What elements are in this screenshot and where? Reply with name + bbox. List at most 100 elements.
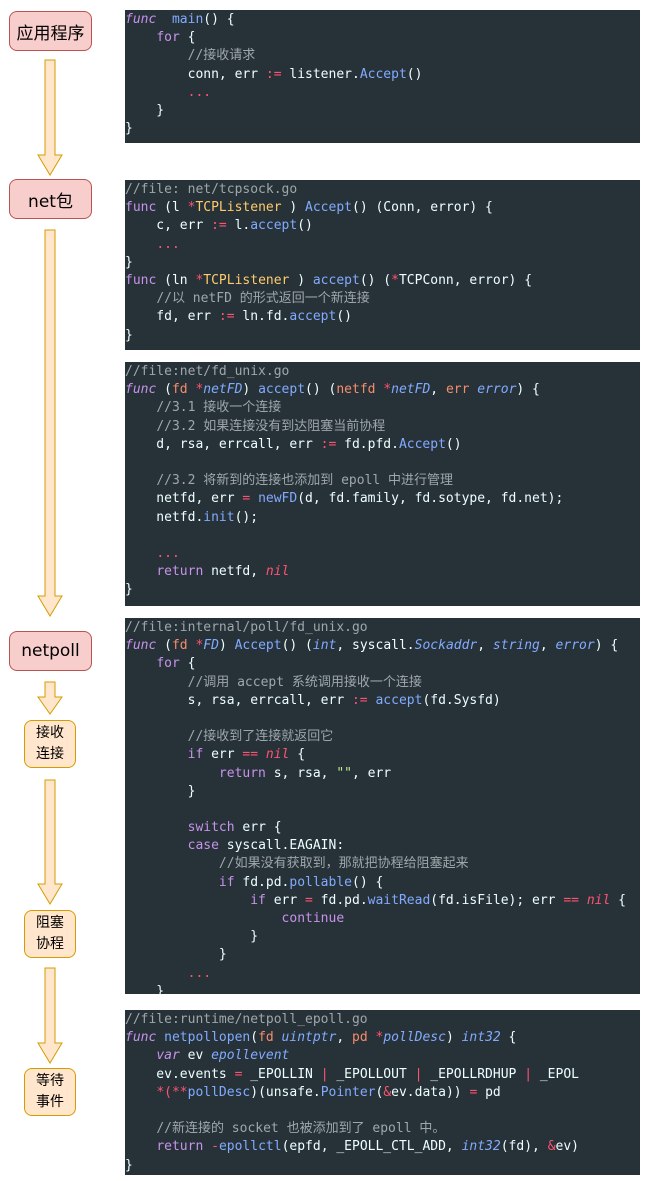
- code-token: , syscall.: [336, 638, 415, 654]
- code-token: ev.data)): [391, 1084, 470, 1100]
- code-token: ==: [563, 892, 579, 908]
- code-token: //接收到了连接就返回它: [187, 729, 334, 745]
- code-token: (d, fd.family, fd.sotype, fd.net);: [297, 491, 564, 507]
- code-token: for: [156, 656, 180, 672]
- code-token: epollevent: [211, 1048, 290, 1064]
- code-token: [125, 656, 156, 671]
- code-token: [125, 1048, 156, 1063]
- code-line: //3.1 接收一个连接: [125, 399, 640, 417]
- code-line: ev.events = _EPOLLIN | _EPOLLOUT | _EPOL…: [125, 1066, 640, 1084]
- code-token: err: [203, 747, 243, 763]
- code-token: netfd, err: [125, 491, 243, 507]
- code-line: func (ln *TCPListener ) accept() (*TCPCo…: [125, 272, 640, 290]
- code-token: =: [305, 892, 313, 908]
- code-line: continue: [125, 910, 640, 928]
- code-token: [579, 893, 587, 908]
- code-token: Pointer: [320, 1084, 376, 1100]
- code-token: ...: [156, 545, 180, 561]
- code-token: ev.events: [125, 1066, 235, 1082]
- code-token: accept: [250, 218, 298, 234]
- code-line: func (fd *netFD) accept() (netfd *netFD,…: [125, 381, 640, 399]
- code-token: :=: [351, 692, 368, 708]
- code-token: //接收请求: [187, 48, 256, 64]
- code-token: netpollopen: [164, 1030, 251, 1046]
- code-token: :=: [218, 309, 235, 325]
- code-token: *: [391, 272, 399, 288]
- code-token: int32: [461, 1139, 501, 1155]
- code-token: func: [125, 12, 157, 27]
- code-line: [125, 454, 640, 472]
- code-line: ...: [125, 84, 640, 102]
- code-token: (fd.Sysfd): [422, 692, 501, 708]
- node-wait-event: 等待 事件: [24, 1068, 76, 1116]
- code-token: (): [406, 66, 423, 82]
- code-token: ) {: [516, 382, 540, 398]
- code-token: (): [336, 309, 352, 325]
- code-line: for {: [125, 655, 640, 673]
- code-token: ev: [179, 1048, 212, 1064]
- code-token: ();: [234, 509, 259, 525]
- code-token: fd: [171, 638, 188, 654]
- code-token: nil: [265, 747, 290, 763]
- code-token: TCPListener: [195, 200, 282, 216]
- code-token: return: [156, 564, 204, 580]
- code-token: [125, 893, 250, 908]
- code-token: main: [171, 12, 204, 27]
- code-line: }: [125, 327, 640, 345]
- code-token: _EPOL: [532, 1066, 579, 1082]
- node-net-label: net包: [28, 191, 73, 212]
- code-token: //file: net/tcpsock.go: [125, 182, 298, 197]
- code-line: }: [125, 120, 640, 138]
- code-token: [125, 1085, 156, 1100]
- code-token: ,: [430, 382, 446, 398]
- code-token: accept: [375, 692, 423, 708]
- code-token: [125, 729, 188, 744]
- code-token: nil: [586, 892, 611, 908]
- code-line: [125, 801, 640, 819]
- code-token: listener.: [281, 66, 360, 82]
- code-line: func main() {: [125, 11, 640, 29]
- code-token: //以 netFD 的形式返回一个新连接: [156, 291, 370, 307]
- code-token: [125, 48, 188, 63]
- node-accept-conn-line1: 接收: [36, 725, 64, 741]
- code-token: [125, 1139, 156, 1154]
- code-token: return: [218, 765, 266, 781]
- code-token: case: [187, 838, 219, 854]
- code-token: ...: [187, 965, 212, 981]
- arrow-app-to-net: [37, 59, 63, 176]
- code-token: Accept: [305, 200, 352, 216]
- code-token: ): [281, 200, 306, 216]
- code-token: _EPOLLOUT: [328, 1066, 415, 1082]
- code-token: [125, 237, 156, 252]
- code-token: ): [218, 638, 235, 654]
- code-token: Accept: [359, 66, 407, 82]
- code-token: func: [125, 638, 157, 654]
- code-line: //file:runtime/netpoll_epoll.go: [125, 1011, 640, 1029]
- code-token: //file:runtime/netpoll_epoll.go: [125, 1012, 368, 1027]
- code-token: &: [547, 1139, 556, 1155]
- code-token: if: [218, 874, 235, 890]
- code-token: [125, 838, 188, 853]
- node-net: net包: [9, 179, 92, 219]
- code-token: //3.2 将新到的连接也添加到 epoll 中进行管理: [156, 473, 454, 489]
- code-token: *: [195, 272, 204, 288]
- code-line: }: [125, 983, 640, 994]
- code-token: for: [156, 30, 180, 46]
- code-token: pd: [477, 1084, 501, 1100]
- code-token: [125, 766, 219, 781]
- code-token: [156, 1030, 164, 1045]
- code-token: -: [211, 1139, 219, 1155]
- code-token: [125, 911, 282, 926]
- code-token: c, err: [125, 218, 212, 234]
- code-token: [125, 875, 219, 890]
- code-token: netfd,: [203, 564, 266, 580]
- node-accept-conn: 接收 连接: [24, 720, 76, 768]
- code-token: *: [195, 382, 204, 398]
- code-token: pollDesc: [187, 1084, 251, 1100]
- code-line: conn, err := listener.Accept(): [125, 66, 640, 84]
- code-line: s, rsa, errcall, err := accept(fd.Sysfd): [125, 692, 640, 710]
- code-token: (): [445, 436, 462, 452]
- code-token: //调用 accept 系统调用接收一个连接: [187, 674, 422, 690]
- code-token: netFD: [203, 382, 243, 398]
- code-line: return -epollctl(epfd, _EPOLL_CTL_ADD, i…: [125, 1138, 640, 1156]
